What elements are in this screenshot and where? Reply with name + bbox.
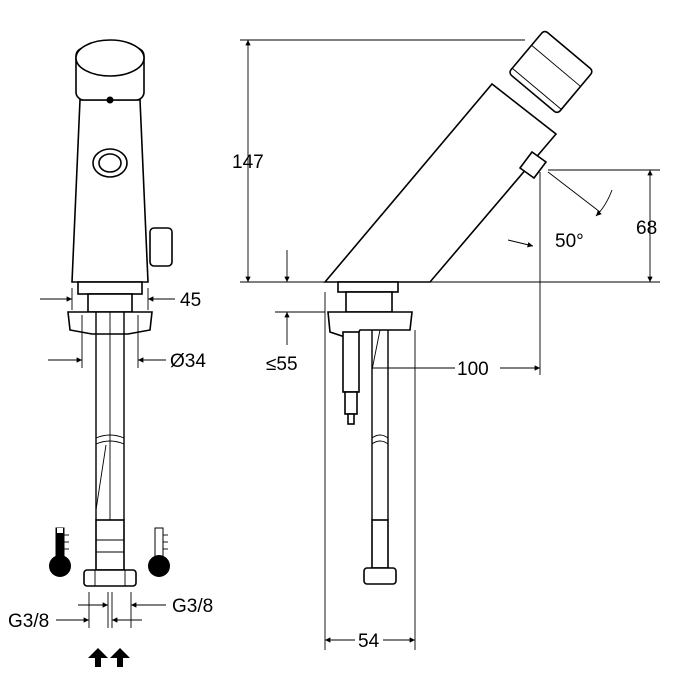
thermometer-hot-icon (49, 527, 71, 577)
dim-total-height: 147 (232, 39, 525, 283)
front-hose-nut (83, 569, 137, 587)
dim-label-g38-right: G3/8 (172, 596, 213, 617)
front-body (71, 99, 149, 283)
dim-hole-diameter: Ø34 (48, 315, 206, 372)
dim-body-depth: 54 (325, 628, 415, 652)
dim-deck-thickness: ≤55 (266, 250, 416, 650)
dim-label-diameter: Ø34 (170, 351, 206, 372)
side-body (323, 82, 558, 283)
flow-arrows-icon (88, 648, 130, 667)
side-mounting-plate (327, 311, 413, 341)
dim-label-max-55: ≤55 (266, 354, 298, 375)
dim-label-g38-left: G3/8 (8, 611, 49, 632)
dim-label-45: 45 (180, 290, 201, 311)
side-push-button-head (509, 30, 593, 114)
thermometer-cold-icon (148, 527, 170, 577)
dim-base-width: 45 (40, 288, 201, 311)
dim-label-68: 68 (636, 218, 657, 239)
dim-label-147: 147 (232, 152, 264, 173)
side-view (323, 30, 593, 585)
dim-label-50deg: 50° (555, 231, 584, 252)
dim-label-100: 100 (457, 359, 489, 380)
dim-spout-height: 68 (430, 169, 660, 283)
side-knob (149, 227, 173, 267)
front-view (67, 39, 173, 587)
dim-spout-angle: 50° (507, 171, 613, 375)
dim-spout-reach: 100 (372, 359, 540, 380)
side-outlet (518, 150, 548, 180)
dim-connections: G3/8 G3/8 (8, 592, 213, 632)
side-hose-nut (363, 567, 397, 585)
dim-label-54: 54 (358, 631, 380, 652)
